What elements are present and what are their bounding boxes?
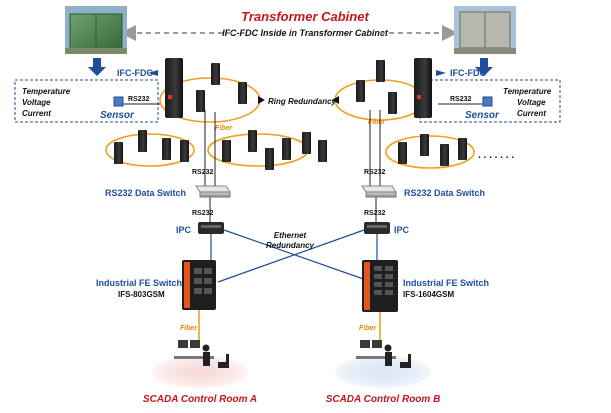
converter-19 [440, 144, 449, 166]
left-reading-current: Current [22, 109, 51, 118]
right-sensor-label: Sensor [465, 110, 500, 121]
rs232-links [204, 110, 381, 222]
right-reading-voltage: Voltage [517, 98, 546, 107]
ipc-right-label: IPC [394, 225, 410, 235]
converter-5 [376, 60, 385, 82]
rs232-data-switch-left-label: RS232 Data Switch [105, 188, 186, 198]
cabinet-right-down-arrow [475, 58, 493, 76]
right-rs232-label: RS232 [450, 96, 472, 103]
converter-8 [138, 130, 147, 152]
left-sensor-label: Sensor [100, 110, 135, 121]
converter-18 [420, 134, 429, 156]
converter-6 [388, 92, 397, 114]
right-reading-current: Current [517, 109, 546, 118]
left-reading-temperature: Temperature [22, 87, 71, 96]
ipc-left [198, 222, 224, 234]
ring-redundancy-label: Ring Redundancy [268, 97, 337, 106]
converter-1 [196, 90, 205, 112]
ifc-fdc-device-left [165, 58, 183, 118]
fe-switch-right [362, 260, 398, 312]
converter-17 [398, 142, 407, 164]
left-sensor-panel [14, 79, 159, 123]
rs232-upper-right-label: RS232 [364, 169, 386, 176]
converter-20 [458, 138, 467, 160]
ethernet-label-line1: Ethernet [274, 231, 307, 240]
control-room-a-label: SCADA Control Room A [143, 394, 257, 405]
left-fiber-label: Fiber [215, 125, 233, 132]
control-room-b-label: SCADA Control Room B [326, 394, 441, 405]
fiber-left-label: Fiber [180, 325, 198, 332]
right-reading-temperature: Temperature [503, 87, 552, 96]
converter-2 [211, 63, 220, 85]
ipc-right [364, 222, 390, 234]
ring-arrow-left [258, 96, 265, 104]
left-device-pointer [148, 70, 158, 76]
cabinet-left-photo [65, 6, 127, 54]
cabinet-left-down-arrow [88, 58, 106, 76]
converter-10 [180, 140, 189, 162]
rs232-data-switch-right-label: RS232 Data Switch [404, 188, 485, 198]
converter-14 [282, 138, 291, 160]
diagram-title: Transformer Cabinet [241, 9, 369, 24]
left-ifc-fdc-label: IFC-FDC [117, 68, 153, 78]
fe-switch-left-model: IFS-803GSM [118, 290, 165, 299]
left-reading-voltage: Voltage [22, 98, 51, 107]
right-device-pointer [436, 70, 446, 76]
control-room-b [335, 340, 431, 388]
converter-15 [302, 132, 311, 154]
right-ifc-fdc-label: IFC-FDC [450, 68, 486, 78]
converter-11 [222, 140, 231, 162]
fe-switch-right-title: Industrial FE Switch [403, 278, 489, 288]
converter-16 [318, 140, 327, 162]
converter-7 [114, 142, 123, 164]
converter-3 [238, 82, 247, 104]
rs232-data-switch-right [361, 185, 397, 198]
rs232-data-switch-left [195, 185, 231, 198]
diagram-subtitle: IFC-FDC Inside in Transformer Cabinet [222, 28, 389, 38]
ring-arrow-right [332, 96, 339, 104]
converter-4 [356, 80, 365, 102]
fe-switch-left-title: Industrial FE Switch [96, 278, 182, 288]
fiber-right-label: Fiber [359, 325, 377, 332]
ellipsis-more-devices: . . . . . . . [478, 150, 514, 161]
ethernet-label-line2: Redundancy [266, 241, 315, 250]
rs232-lower-right-label: RS232 [364, 210, 386, 217]
right-sensor-cube [482, 96, 493, 107]
ethernet-links [210, 229, 378, 283]
rs232-upper-left-label: RS232 [192, 169, 214, 176]
converter-9 [162, 138, 171, 160]
fiber-ring-mid-left [105, 133, 195, 167]
left-rs232-label: RS232 [128, 96, 150, 103]
ipc-left-label: IPC [176, 225, 192, 235]
fe-switch-right-model: IFS-1604GSM [403, 290, 454, 299]
ifc-fdc-device-right [414, 58, 432, 118]
left-sensor-cube [113, 96, 124, 107]
right-fiber-label: Fiber [368, 119, 386, 126]
rs232-lower-left-label: RS232 [192, 210, 214, 217]
cabinet-right-photo [454, 6, 516, 54]
media-converters [114, 58, 467, 170]
fe-switch-left [182, 260, 216, 310]
fiber-ring-mid-right [385, 135, 475, 169]
control-room-a [152, 340, 248, 388]
converter-13 [265, 148, 274, 170]
converter-12 [248, 130, 257, 152]
